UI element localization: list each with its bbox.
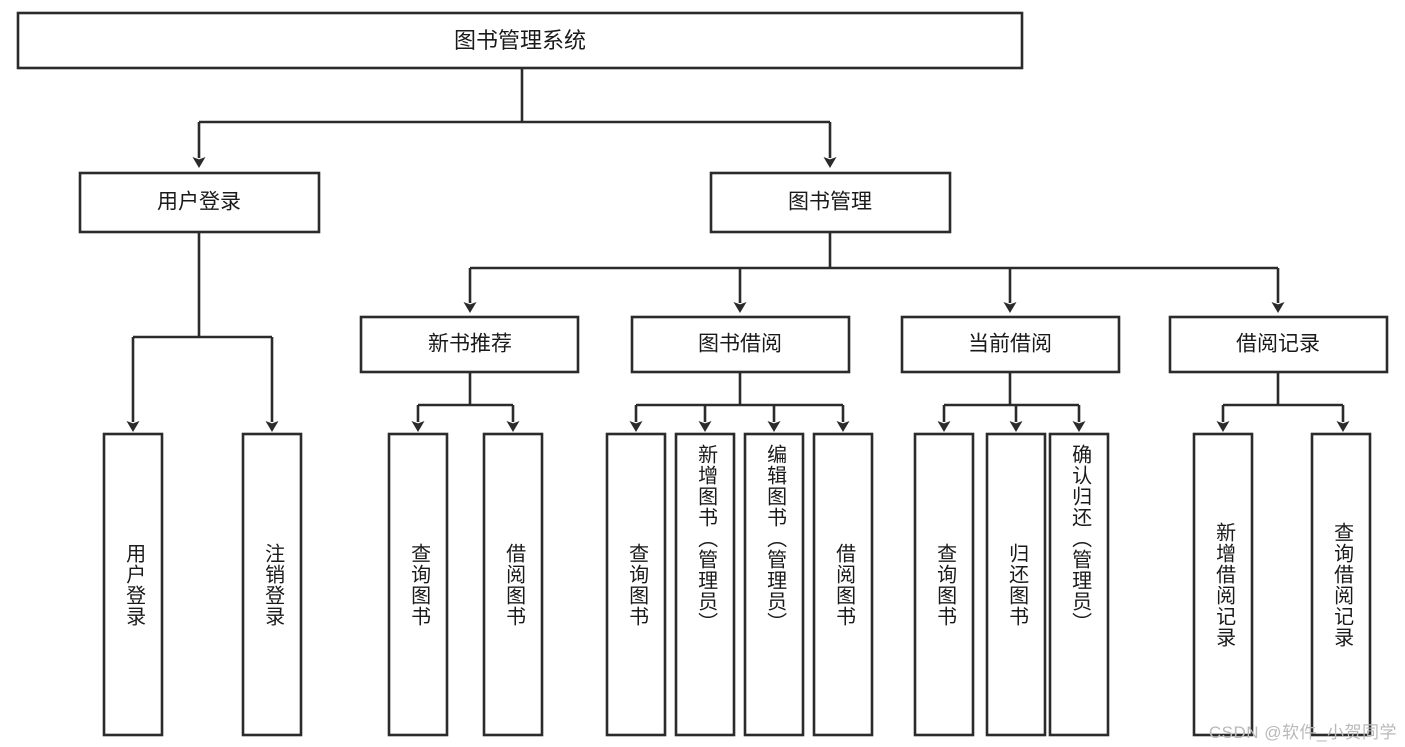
connector-bookmgmt-to-level3 [463,232,1285,313]
leaf-node-bookborrow-borrow[interactable] [812,432,874,737]
connector-currentborrow-to-leaves [937,372,1086,432]
node-user-login[interactable]: 用户登录 [78,171,321,234]
connector-newbook-to-leaves [411,372,520,432]
node-book-management[interactable]: 图书管理 [709,171,952,234]
node-new-book-recommend-label: 新书推荐 [428,333,512,356]
leaf-node-newbook-borrow[interactable] [482,432,544,737]
node-borrow-record[interactable]: 借阅记录 [1168,315,1389,374]
leaf-node-user-login-logout[interactable] [241,432,303,737]
leaf-node-bookborrow-query[interactable] [605,432,667,737]
leaf-node-newbook-query[interactable] [387,432,449,737]
leaf-node-currentborrow-return[interactable] [985,432,1047,737]
leaf-node-bookborrow-edit[interactable] [743,432,805,737]
node-root[interactable]: 图书管理系统 [16,11,1024,70]
leaf-node-bookborrow-add[interactable] [674,432,736,737]
connector-root-to-level2 [192,68,837,168]
connector-bookborrow-to-leaves [629,372,850,432]
leaf-node-currentborrow-confirm[interactable] [1048,432,1110,737]
connector-userlogin-to-leaves [126,232,279,432]
node-current-borrow-label: 当前借阅 [968,333,1052,356]
csdn-watermark: CSDN @软件_小贺同学 [1208,723,1397,742]
node-root-label: 图书管理系统 [454,28,586,53]
connector-borrowrecord-to-leaves [1216,372,1350,432]
leaf-node-currentborrow-query[interactable] [913,432,975,737]
node-book-management-label: 图书管理 [788,191,872,214]
node-book-borrow-label: 图书借阅 [698,333,782,356]
node-current-borrow[interactable]: 当前借阅 [900,315,1121,374]
node-borrow-record-label: 借阅记录 [1236,333,1320,356]
leaf-node-user-login-login[interactable] [102,432,164,737]
node-new-book-recommend[interactable]: 新书推荐 [359,315,580,374]
leaf-node-borrowrecord-query[interactable] [1310,432,1372,737]
node-book-borrow[interactable]: 图书借阅 [630,315,851,374]
leaf-node-borrowrecord-add[interactable] [1192,432,1254,737]
node-user-login-label: 用户登录 [157,191,241,214]
